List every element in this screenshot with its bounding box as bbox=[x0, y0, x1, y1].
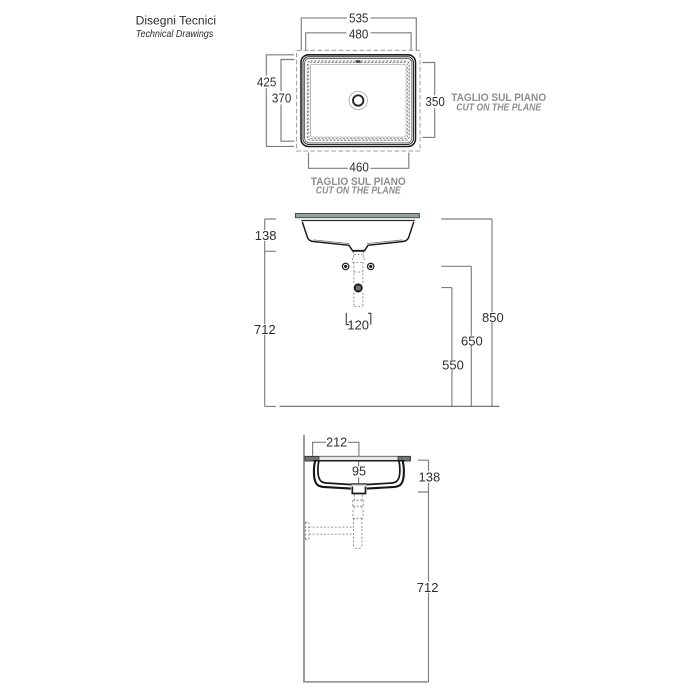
svg-text:712: 712 bbox=[417, 580, 439, 595]
svg-text:Technical Drawings: Technical Drawings bbox=[136, 29, 214, 40]
svg-text:138: 138 bbox=[419, 469, 441, 484]
svg-text:95: 95 bbox=[352, 465, 366, 479]
svg-text:138: 138 bbox=[255, 228, 277, 243]
svg-text:CUT ON THE PLANE: CUT ON THE PLANE bbox=[456, 103, 541, 114]
svg-text:CUT ON THE PLANE: CUT ON THE PLANE bbox=[316, 185, 401, 196]
svg-text:535: 535 bbox=[349, 10, 368, 25]
svg-text:425: 425 bbox=[257, 75, 276, 90]
svg-text:480: 480 bbox=[349, 26, 368, 41]
svg-text:850: 850 bbox=[482, 310, 504, 325]
svg-text:TAGLIO SUL PIANO: TAGLIO SUL PIANO bbox=[451, 92, 546, 104]
svg-text:120: 120 bbox=[347, 318, 369, 333]
svg-text:370: 370 bbox=[272, 91, 291, 106]
svg-text:212: 212 bbox=[326, 435, 347, 449]
svg-text:Disegni Tecnici: Disegni Tecnici bbox=[136, 13, 216, 27]
svg-text:460: 460 bbox=[349, 159, 368, 174]
svg-text:650: 650 bbox=[461, 333, 483, 348]
svg-text:712: 712 bbox=[254, 322, 276, 337]
svg-text:550: 550 bbox=[442, 358, 464, 373]
svg-text:350: 350 bbox=[425, 94, 444, 109]
svg-text:TAGLIO SUL PIANO: TAGLIO SUL PIANO bbox=[311, 176, 406, 188]
